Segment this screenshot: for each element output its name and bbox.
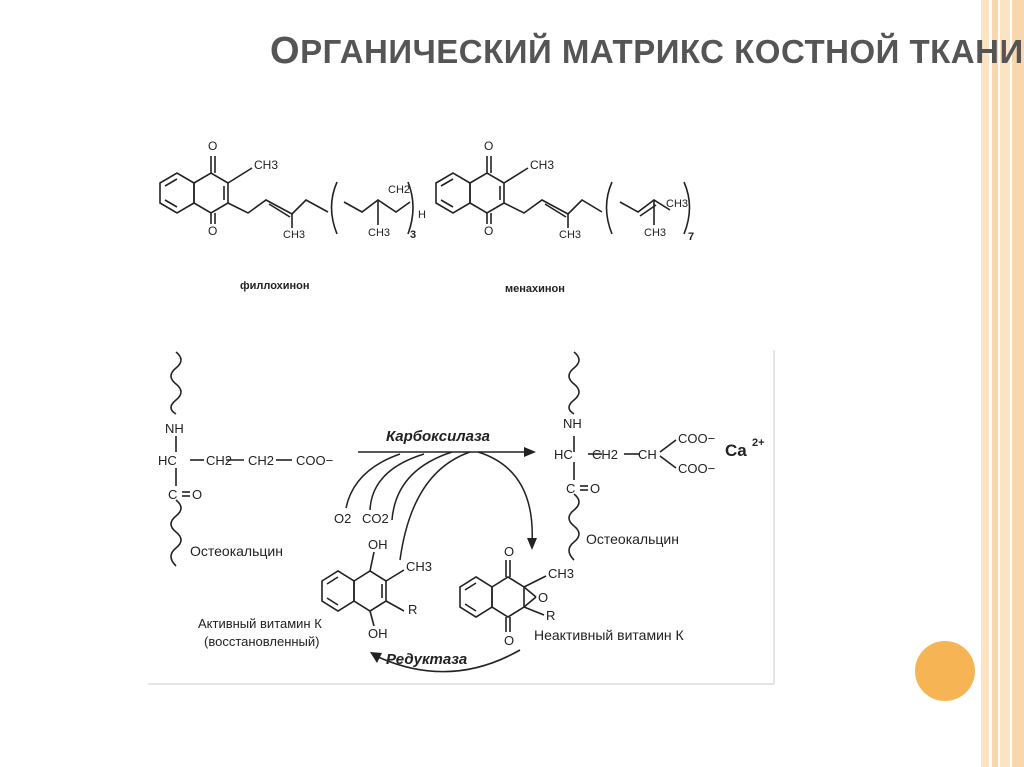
menaquinone-caption: менахинон xyxy=(505,283,565,295)
active-vitamin-k-structure xyxy=(321,551,405,627)
phylloquinone-ch2: CH2 xyxy=(388,184,410,196)
active-oh2: OH xyxy=(368,626,388,641)
left-osteocalcin-bonds xyxy=(170,351,292,567)
edge-stripe-1 xyxy=(981,0,989,767)
right-osteocalcin-labels: NH HC CH2 CH COO− COO− C O Ca 2+ Остеока… xyxy=(554,416,765,547)
menaquinone-repeat: 7 xyxy=(688,231,694,243)
right-c: C xyxy=(566,481,575,496)
cofactor-arrows xyxy=(345,451,533,561)
inactive-r: R xyxy=(546,608,555,623)
menaquinone-o-bottom: O xyxy=(484,224,493,238)
menaquinone-methyl2: CH3 xyxy=(559,229,581,241)
slide-title: ОРГАНИЧЕСКИЙ МАТРИКС КОСТНОЙ ТКАНИ xyxy=(270,30,1024,72)
right-coo2: COO− xyxy=(678,461,715,476)
edge-stripe-2 xyxy=(992,0,998,767)
reductase-label: Редуктаза xyxy=(386,651,467,668)
left-ch2a: CH2 xyxy=(206,453,232,468)
phylloquinone-o-bottom: O xyxy=(208,224,217,238)
phylloquinone-methyl2: CH3 xyxy=(283,229,305,241)
left-ch2b: CH2 xyxy=(248,453,274,468)
inactive-epoxide-o: O xyxy=(538,590,548,605)
phylloquinone-h: H xyxy=(418,209,426,221)
inactive-label: Неактивный витамин К xyxy=(534,627,685,643)
left-osteocalcin-label: Остеокальцин xyxy=(190,543,283,559)
left-osteocalcin-labels: NH HC CH2 CH2 COO− C O Остеокальцин xyxy=(158,421,333,559)
phylloquinone-methyl3: CH3 xyxy=(368,227,390,239)
inactive-vitamin-k-labels: O O O CH3 R Неактивный витамин К xyxy=(504,544,685,648)
carboxylase-label: Карбоксилаза xyxy=(386,428,490,445)
inactive-ch3: CH3 xyxy=(548,566,574,581)
phylloquinone-caption: филлохинон xyxy=(240,280,310,292)
inactive-vitamin-k-structure xyxy=(459,560,547,632)
left-hc: HC xyxy=(158,453,177,468)
right-o: O xyxy=(590,481,600,496)
menaquinone-o-top: O xyxy=(484,139,493,153)
phylloquinone-structure xyxy=(159,156,414,235)
edge-stripe-3 xyxy=(1000,0,1010,767)
right-osteocalcin-label: Остеокальцин xyxy=(586,531,679,547)
reductase-arrowhead xyxy=(370,652,382,663)
decorative-dot xyxy=(915,641,975,701)
active-label1: Активный витамин К xyxy=(198,616,322,631)
phylloquinone-repeat: 3 xyxy=(410,229,416,241)
right-ch: CH xyxy=(638,447,657,462)
phylloquinone-o-top: O xyxy=(208,139,217,153)
right-nh: NH xyxy=(563,416,582,431)
left-coo: COO− xyxy=(296,453,333,468)
left-o: O xyxy=(192,487,202,502)
left-nh: NH xyxy=(165,421,184,436)
active-vitamin-k-labels: OH OH CH3 R Активный витамин К (восстано… xyxy=(198,537,432,649)
right-hc: HC xyxy=(554,447,573,462)
calcium-label: Ca xyxy=(725,441,747,460)
right-coo1: COO− xyxy=(678,431,715,446)
menaquinone-methyl3: CH3 xyxy=(644,227,666,239)
active-r: R xyxy=(408,602,417,617)
right-ch2: CH2 xyxy=(592,447,618,462)
active-label2: (восстановленный) xyxy=(204,634,319,649)
cofactor-labels: O2 CO2 xyxy=(334,511,389,526)
to-inactive-arrowhead xyxy=(527,538,537,550)
menaquinone-methyl4: CH3 xyxy=(666,198,688,210)
o2-label: O2 xyxy=(334,511,351,526)
calcium-charge: 2+ xyxy=(752,437,765,449)
phylloquinone-labels: O O CH3 CH3 CH3 CH2 H 3 филлохинон xyxy=(208,139,426,292)
right-osteocalcin-bonds xyxy=(568,351,677,561)
left-c: C xyxy=(168,487,177,502)
co2-label: CO2 xyxy=(362,511,389,526)
active-oh1: OH xyxy=(368,537,388,552)
menaquinone-labels: O O CH3 CH3 CH3 CH3 7 менахинон xyxy=(484,139,694,295)
phylloquinone-methyl: CH3 xyxy=(254,158,278,172)
inactive-o2: O xyxy=(504,633,514,648)
active-ch3: CH3 xyxy=(406,559,432,574)
edge-stripe-4 xyxy=(1012,0,1024,767)
menaquinone-structure xyxy=(435,156,691,235)
carboxylase-arrow xyxy=(358,447,536,457)
inactive-o1: O xyxy=(504,544,514,559)
reductase-arrow xyxy=(375,649,521,673)
menaquinone-methyl: CH3 xyxy=(530,158,554,172)
